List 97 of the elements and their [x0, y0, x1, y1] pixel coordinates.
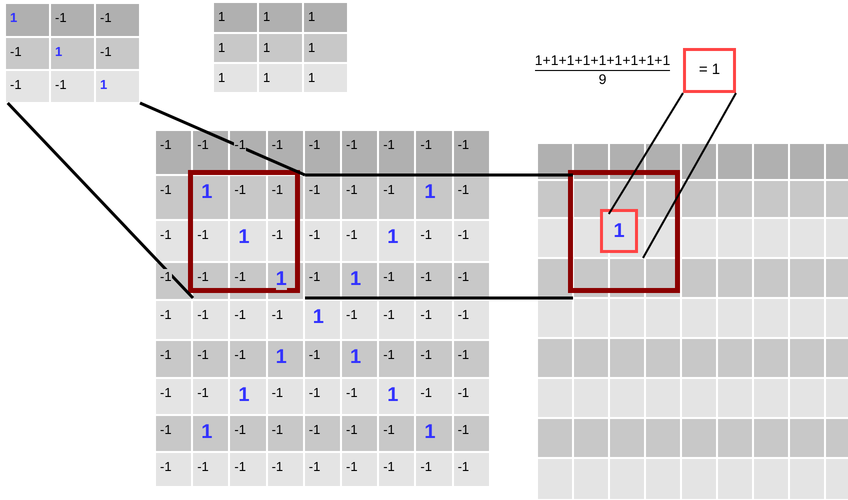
- grid-cell: -1: [155, 340, 192, 378]
- grid-cell: -1: [452, 378, 490, 415]
- grid-cell: -1: [452, 220, 490, 262]
- grid-cell: -1: [304, 175, 341, 220]
- grid-cell: -1: [50, 70, 95, 103]
- grid-cell: 1: [50, 37, 95, 70]
- grid-cell: -1: [304, 130, 341, 175]
- grid-cell: 1: [378, 220, 416, 262]
- output-value: 1: [600, 209, 638, 253]
- grid-cell: -1: [378, 340, 416, 378]
- grid-cell: -1: [415, 378, 453, 415]
- grid-cell: -1: [378, 415, 416, 452]
- connector-line: [305, 174, 573, 176]
- grid-cell: -1: [266, 452, 304, 487]
- grid-cell: -1: [155, 300, 192, 340]
- fraction-numerator: 1+1+1+1+1+1+1+1+1: [534, 52, 670, 70]
- grid-cell: -1: [304, 220, 341, 262]
- grid-cell: -1: [229, 415, 267, 452]
- grid-cell: -1: [452, 340, 490, 378]
- grid-cell: -1: [378, 130, 416, 175]
- grid-cell: -1: [378, 175, 416, 220]
- grid-cell: 1: [229, 378, 267, 415]
- grid-cell: 1: [213, 33, 258, 63]
- grid-cell: -1: [155, 415, 192, 452]
- grid-cell: 1: [258, 63, 303, 93]
- grid-cell: -1: [95, 3, 140, 37]
- grid-cell: -1: [155, 130, 192, 175]
- grid-cell: -1: [415, 300, 453, 340]
- grid-cell: -1: [266, 415, 304, 452]
- grid-cell: -1: [266, 378, 304, 415]
- grid-cell: -1: [229, 175, 267, 220]
- averaging-grid: [213, 2, 348, 93]
- grid-cell: -1: [341, 130, 378, 175]
- grid-cell: -1: [192, 378, 230, 415]
- grid-cell: 1: [213, 63, 258, 93]
- grid-cell: -1: [415, 340, 453, 378]
- grid-cell: -1: [266, 300, 304, 340]
- grid-cell: -1: [95, 37, 140, 70]
- grid-cell: -1: [341, 300, 378, 340]
- grid-cell: -1: [452, 300, 490, 340]
- grid-cell: 1: [303, 2, 348, 33]
- window-frame: [568, 170, 680, 293]
- grid-cell: 1: [213, 2, 258, 33]
- grid-cell: 1: [229, 220, 267, 262]
- grid-cell: 1: [258, 33, 303, 63]
- grid-cell: -1: [415, 130, 453, 175]
- grid-cell: -1: [452, 175, 490, 220]
- grid-cell: -1: [229, 340, 267, 378]
- grid-cell: -1: [50, 3, 95, 37]
- grid-cell: -1: [304, 415, 341, 452]
- filter-grid: [5, 3, 140, 103]
- fraction-denominator: 9: [598, 70, 606, 88]
- input-grid: [155, 130, 490, 487]
- grid-cell: -1: [192, 300, 230, 340]
- grid-cell: -1: [452, 415, 490, 452]
- grid-cell: 1: [303, 33, 348, 63]
- grid-cell: -1: [378, 300, 416, 340]
- grid-cell: -1: [341, 175, 378, 220]
- grid-cell: -1: [229, 300, 267, 340]
- grid-cell: -1: [5, 37, 50, 70]
- grid-cell: -1: [341, 415, 378, 452]
- grid-cell: 1: [95, 70, 140, 103]
- window-frame: [188, 170, 300, 293]
- grid-cell: 1: [192, 415, 230, 452]
- connector-line: [139, 102, 306, 176]
- grid-cell: -1: [304, 340, 341, 378]
- grid-cell: -1: [155, 452, 192, 487]
- grid-cell: -1: [192, 340, 230, 378]
- grid-cell: -1: [341, 378, 378, 415]
- grid-cell: 1: [5, 3, 50, 37]
- grid-cell: -1: [452, 130, 490, 175]
- connector-line: [642, 92, 737, 258]
- grid-cell: -1: [155, 378, 192, 415]
- connector-line: [305, 296, 573, 300]
- grid-cell: -1: [341, 452, 378, 487]
- grid-cell: -1: [415, 452, 453, 487]
- grid-cell: -1: [378, 452, 416, 487]
- grid-cell: -1: [304, 452, 341, 487]
- grid-cell: 1: [304, 300, 341, 340]
- grid-cell: 1: [303, 63, 348, 93]
- grid-cell: -1: [341, 220, 378, 262]
- grid-cell: 1: [192, 175, 230, 220]
- result-box: = 1: [683, 48, 736, 93]
- grid-cell: 1: [415, 415, 453, 452]
- grid-cell: 1: [258, 2, 303, 33]
- grid-cell: -1: [229, 452, 267, 487]
- grid-cell: 1: [266, 340, 304, 378]
- grid-cell: 1: [415, 175, 453, 220]
- grid-cell: -1: [192, 220, 230, 262]
- output-grid: [537, 143, 848, 500]
- grid-cell: -1: [192, 452, 230, 487]
- grid-cell: 1: [341, 340, 378, 378]
- grid-cell: -1: [452, 452, 490, 487]
- grid-cell: 1: [378, 378, 416, 415]
- grid-cell: -1: [415, 220, 453, 262]
- grid-cell: -1: [5, 70, 50, 103]
- grid-cell: -1: [304, 378, 341, 415]
